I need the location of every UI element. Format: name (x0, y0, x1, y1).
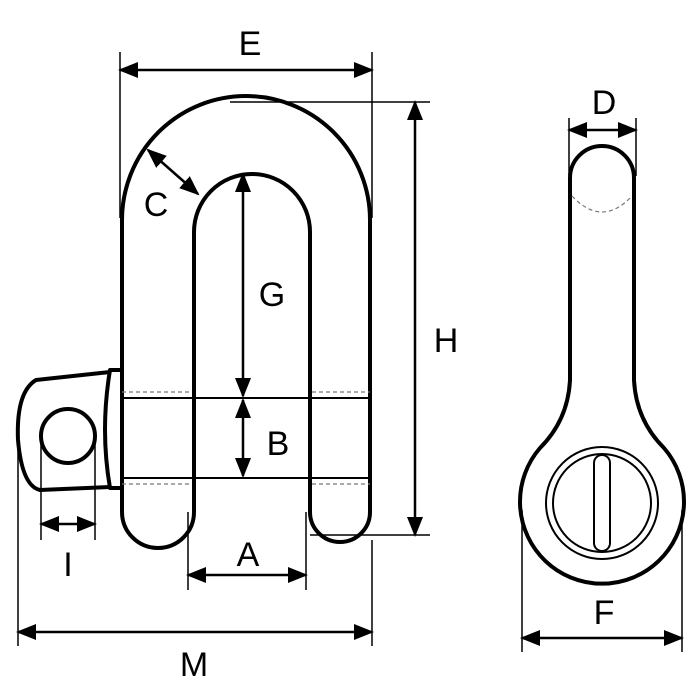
label-A: A (237, 536, 260, 574)
side-body (518, 144, 686, 586)
label-I: I (63, 546, 72, 584)
label-E: E (239, 25, 262, 63)
pin-collar (103, 368, 124, 490)
label-M: M (180, 646, 208, 684)
label-H: H (434, 322, 459, 360)
label-D: D (592, 84, 617, 122)
shackle-body (120, 94, 372, 550)
shackle-front-view (15, 94, 372, 550)
label-C: C (144, 186, 169, 224)
label-G: G (259, 276, 285, 314)
label-B: B (267, 425, 290, 463)
side-hidden-arc (571, 195, 633, 213)
pin-slot (593, 454, 611, 552)
dim-C-arrow (146, 148, 200, 196)
shackle-side-view (518, 144, 686, 586)
dimension-lines (16, 52, 684, 652)
label-F: F (594, 594, 615, 632)
pin-end-outer (545, 446, 659, 560)
dimension-labels: E H G B C A I M D F (63, 25, 616, 684)
pin-head-hole (39, 407, 97, 465)
